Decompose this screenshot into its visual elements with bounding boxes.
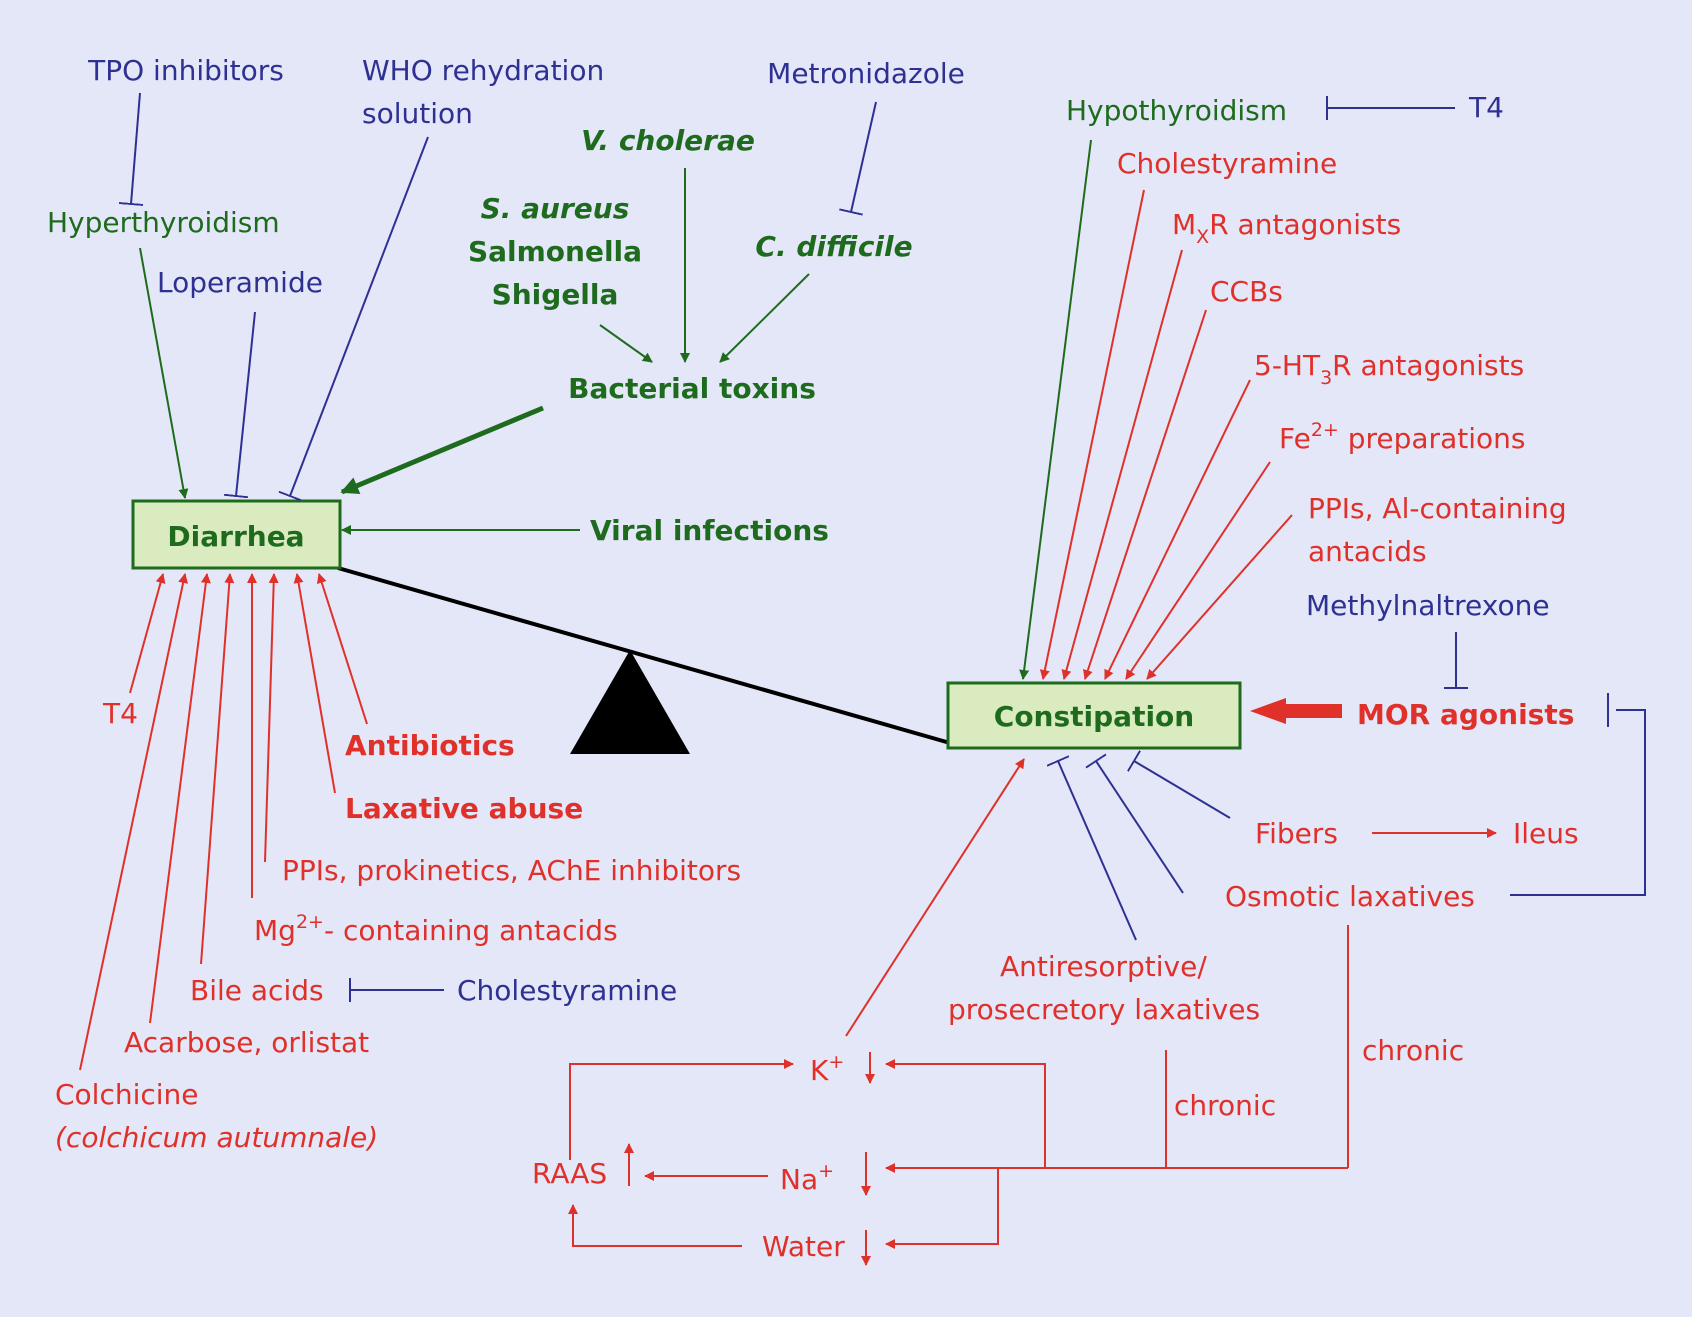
bus-to-water-arrow [885, 1168, 999, 1249]
shigella-label: Shigella [492, 278, 619, 311]
antibiotics-label: Antibiotics [345, 729, 515, 762]
antibiotics-to-diarrhea-arrow [316, 573, 368, 725]
ppis-to-diarrhea-arrow [264, 573, 279, 863]
fe-preparations-label: Fe2+ preparations [1279, 419, 1525, 455]
constipation-t4-label: T4 [1468, 91, 1504, 124]
v-cholerae-label: V. cholerae [581, 124, 755, 157]
diarrhea-t4-label: T4 [102, 697, 138, 730]
bile-acids-label: Bile acids [190, 974, 324, 1007]
metronidazole-label: Metronidazole [767, 57, 965, 90]
raas-to-k-arrow [569, 1059, 794, 1160]
k-to-constipation-arrow [845, 758, 1025, 1037]
salmonella-label: Salmonella [468, 235, 642, 268]
diarrhea-box: Diarrhea [131, 499, 342, 570]
hyperthyroidism-to-diarrhea-arrow [139, 247, 189, 499]
cholestyramine-to-constipation-arrow [1039, 189, 1145, 680]
constipation-box: Constipation [946, 681, 1242, 750]
constipation-label: Constipation [994, 700, 1194, 733]
tpo-inhibits-hyperthyroidism [118, 92, 144, 206]
fe-to-constipation-arrow [1125, 461, 1271, 680]
tpo-inhibitors-label: TPO inhibitors [87, 54, 284, 87]
mxr-to-constipation-arrow [1061, 249, 1183, 680]
mor-inhibits-osmotic-bracket [1510, 709, 1646, 896]
ppis-al-to-constipation-arrow [1146, 514, 1293, 680]
diarrhea-cholestyramine-label: Cholestyramine [457, 974, 677, 1007]
ppis-al-antacids-label: PPIs, Al-containing [1308, 492, 1567, 525]
osmotic-laxatives-label: Osmotic laxatives [1225, 880, 1475, 913]
who-inhibits-diarrhea [278, 136, 429, 502]
chronic-label-antiresorptive: chronic [1174, 1089, 1276, 1122]
ccbs-label: CCBs [1210, 275, 1283, 308]
toxins-to-diarrhea-arrow [340, 405, 544, 495]
ileus-label: Ileus [1513, 817, 1579, 850]
colchicine-to-diarrhea-arrow [79, 573, 189, 1071]
antiresorptive-inhibit-constipation [1046, 755, 1137, 941]
antacids-label: antacids [1308, 535, 1427, 568]
ccbs-to-constipation-arrow [1083, 309, 1207, 680]
fulcrum-triangle-icon [570, 650, 690, 754]
mg-antacids-label: Mg2+- containing antacids [254, 911, 618, 947]
chronic-label-osmotic: chronic [1362, 1034, 1464, 1067]
hypothyroidism-label: Hypothyroidism [1066, 94, 1287, 127]
c-difficile-to-toxins-arrow [719, 273, 810, 363]
k-label: K+ [810, 1051, 844, 1087]
c-difficile-label: C. difficile [755, 230, 912, 263]
5ht3r-antagonists-label: 5-HT3R antagonists [1254, 349, 1524, 389]
antiresorptive-label: Antiresorptive/ [1000, 950, 1207, 983]
laxative-abuse-to-diarrhea-arrow [293, 573, 336, 794]
mxr-antagonists-label: MXR antagonists [1172, 208, 1401, 248]
mor-agonists-label: MOR agonists [1357, 698, 1574, 731]
colchicine-label: Colchicine [55, 1078, 199, 1111]
diarrhea-label: Diarrhea [167, 520, 304, 553]
fibers-inhibit-constipation [1127, 750, 1231, 819]
prosecretory-laxatives-label: prosecretory laxatives [948, 993, 1260, 1026]
water-label: Water [762, 1230, 845, 1263]
acarbose-to-diarrhea-arrow [149, 573, 211, 1024]
acarbose-orlistat-label: Acarbose, orlistat [124, 1026, 369, 1059]
mor-to-constipation-thick-arrow [1250, 698, 1342, 724]
constipation-cholestyramine-label: Cholestyramine [1117, 147, 1337, 180]
metronidazole-inhibits-c-difficile [839, 101, 877, 216]
5ht3r-to-constipation-arrow [1104, 379, 1251, 680]
osmotic-inhibit-constipation [1085, 753, 1184, 894]
fibers-label: Fibers [1255, 817, 1338, 850]
ppis-prokinetics-label: PPIs, prokinetics, AChE inhibitors [282, 854, 741, 887]
bacterial-toxins-label: Bacterial toxins [568, 372, 816, 405]
colchicum-label: (colchicum autumnale) [55, 1121, 378, 1154]
na-label: Na+ [780, 1160, 834, 1196]
bus-to-k-arrow [885, 1059, 1046, 1168]
methylnaltrexone-label: Methylnaltrexone [1306, 589, 1550, 622]
who-solution-label: solution [362, 97, 473, 130]
laxative-abuse-label: Laxative abuse [345, 792, 583, 825]
who-rehydration-label: WHO rehydration [362, 54, 604, 87]
s-aureus-label: S. aureus [481, 192, 630, 225]
s-aureus-to-toxins-arrow [599, 324, 653, 363]
balance-beam [337, 566, 951, 745]
hyperthyroidism-label: Hyperthyroidism [47, 206, 280, 239]
loperamide-label: Loperamide [157, 266, 323, 299]
loperamide-inhibits-diarrhea [223, 311, 256, 499]
t4-to-diarrhea-arrow [129, 573, 166, 694]
water-to-raas-arrow [568, 1204, 742, 1247]
bile-acids-to-diarrhea-arrow [200, 573, 235, 965]
viral-infections-label: Viral infections [590, 514, 829, 547]
hypothyroidism-to-constipation-arrow [1019, 139, 1092, 680]
raas-label: RAAS [532, 1157, 607, 1190]
